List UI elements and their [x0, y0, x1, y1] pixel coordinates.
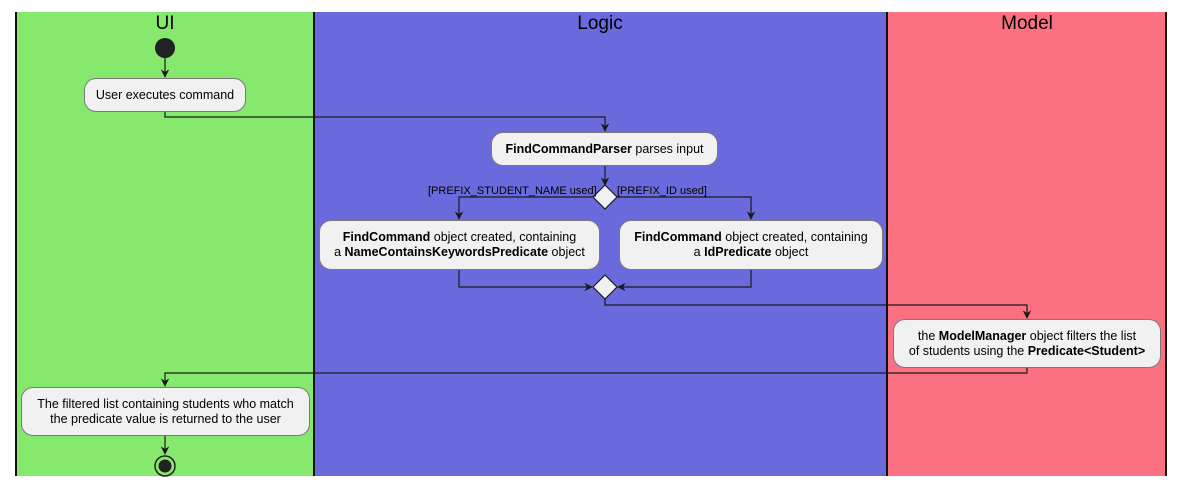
activity-label: parses input [631, 141, 704, 156]
activity-label: the [917, 328, 939, 343]
edge-merge-to-model [604, 299, 1032, 319]
end-node-outer [154, 455, 176, 477]
activity-label-bold: FindCommand [634, 230, 722, 244]
edge-id-branch-to-merge [617, 270, 752, 292]
activity-label: a [693, 245, 705, 259]
activity-label: object [548, 245, 585, 259]
edge-user-to-parser [164, 112, 610, 132]
activity-parser-parses-input: FindCommandParser parses input [491, 132, 718, 166]
start-node [155, 38, 175, 58]
edge-decision-to-id-branch [617, 196, 756, 220]
activity-label: object created, containing [721, 230, 868, 244]
logic-lane-title: Logic [577, 13, 623, 34]
edge-decision-to-name-branch [454, 196, 593, 220]
activity-user-executes-command: User executes command [84, 78, 246, 112]
guard-id-used: [PREFIX_ID used] [617, 185, 707, 197]
activity-label: User executes command [95, 87, 235, 102]
ui-lane-title: UI [155, 13, 175, 34]
activity-model-filters-list: the ModelManager object filters the list… [893, 319, 1161, 368]
activity-label-bold: IdPredicate [704, 245, 772, 259]
merge-diamond [592, 274, 618, 300]
model-lane-title: Model [1001, 13, 1053, 34]
decision-diamond [592, 184, 618, 210]
activity-label: the predicate value is returned to the u… [50, 411, 281, 426]
end-node-inner [158, 459, 172, 473]
edge-model-to-result [160, 368, 1028, 387]
activity-id-predicate-command: FindCommand object created, containing a… [619, 220, 883, 270]
guard-name-used: [PREFIX_STUDENT_NAME used] [428, 185, 597, 197]
activity-label: object [771, 245, 809, 259]
activity-label-bold: FindCommand [342, 230, 431, 244]
activity-label: object created, containing [430, 230, 577, 244]
model-lane [887, 12, 1166, 476]
activity-label-bold: ModelManager [938, 328, 1027, 343]
activity-filtered-list-returned: The filtered list containing students wh… [21, 387, 310, 436]
activity-label-bold: NameContainsKeywordsPredicate [344, 245, 549, 259]
activity-name-predicate-command: FindCommand object created, containing a… [319, 220, 600, 270]
activity-label: a [334, 245, 345, 259]
activity-label: object filters the list [1026, 328, 1137, 343]
activity-label-bold: FindCommandParser [505, 141, 632, 156]
activity-label-bold: Predicate<Student> [1027, 343, 1146, 358]
edge-name-branch-to-merge [458, 270, 593, 292]
activity-label: of students using the [908, 343, 1028, 358]
activity-label: The filtered list containing students wh… [37, 396, 294, 411]
